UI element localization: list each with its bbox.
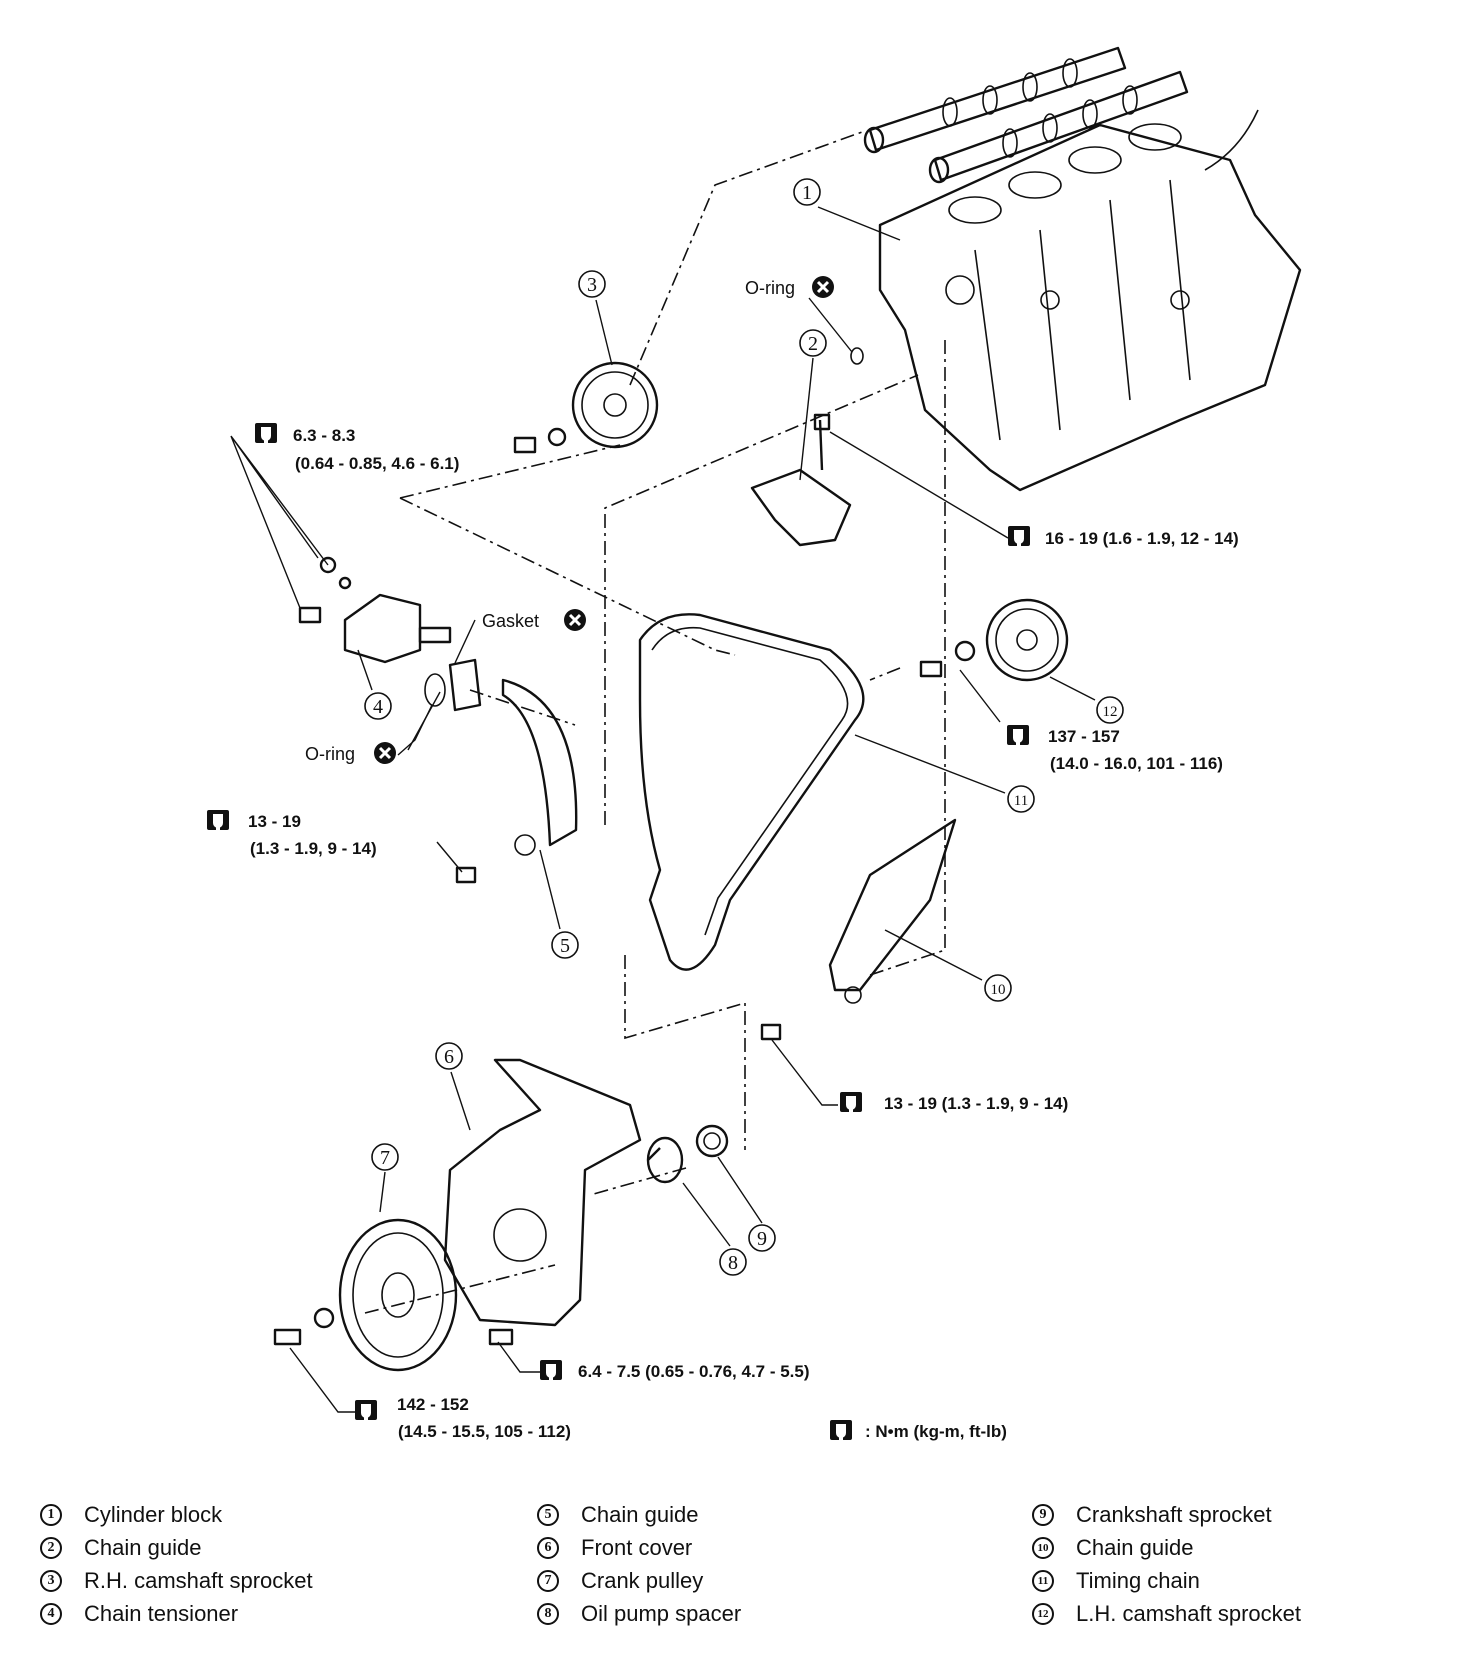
callout-12: 12 bbox=[1096, 696, 1124, 724]
torque-spec-front-cover: 6.4 - 7.5 (0.65 - 0.76, 4.7 - 5.5) bbox=[540, 1360, 810, 1381]
svg-text:137 - 157: 137 - 157 bbox=[1048, 727, 1120, 746]
oil-pump-spacer bbox=[646, 1136, 684, 1184]
torque-unit-key: : N•m (kg-m, ft-lb) bbox=[830, 1420, 1007, 1441]
front-cover bbox=[443, 1058, 642, 1327]
torque-spec-crank-pulley: 142 - 152 (14.5 - 15.5, 105 - 112) bbox=[355, 1395, 571, 1441]
svg-text:7: 7 bbox=[380, 1147, 390, 1169]
svg-text:142 - 152: 142 - 152 bbox=[397, 1395, 469, 1414]
svg-text:(0.64 - 0.85, 4.6 - 6.1): (0.64 - 0.85, 4.6 - 6.1) bbox=[295, 454, 459, 473]
callout-7: 7 bbox=[371, 1143, 399, 1171]
svg-text:13 - 19: 13 - 19 bbox=[248, 812, 301, 831]
torque-spec-tension-guide: 13 - 19 (1.3 - 1.9, 9 - 14) bbox=[207, 810, 377, 858]
gasket-note: Gasket bbox=[482, 607, 588, 633]
callout-5: 5 bbox=[551, 931, 579, 959]
torque-spec-upper-guide: 16 - 19 (1.6 - 1.9, 12 - 14) bbox=[1008, 526, 1239, 548]
callout-3: 3 bbox=[578, 270, 606, 298]
oring-bottom-note: O-ring bbox=[305, 704, 433, 766]
svg-text:O-ring: O-ring bbox=[745, 278, 795, 298]
svg-text:6.4 - 7.5 (0.65 - 0.76, 4.7 -: 6.4 - 7.5 (0.65 - 0.76, 4.7 - 5.5) bbox=[578, 1362, 810, 1381]
lh-camshaft bbox=[928, 70, 1189, 184]
rh-sprocket-bolt bbox=[513, 427, 567, 454]
svg-text:4: 4 bbox=[373, 696, 383, 718]
svg-text:5: 5 bbox=[560, 935, 570, 957]
slack-side-chain-guide bbox=[760, 818, 957, 1041]
lh-sprocket-bolt bbox=[919, 640, 976, 678]
callout-2: 2 bbox=[799, 329, 827, 357]
svg-text:(14.5 - 15.5, 105 - 112): (14.5 - 15.5, 105 - 112) bbox=[398, 1422, 571, 1441]
svg-text:13 - 19 (1.3 - 1.9, 9 - 14): 13 - 19 (1.3 - 1.9, 9 - 14) bbox=[884, 1094, 1068, 1113]
oring-top-note: O-ring bbox=[745, 274, 864, 365]
chain-tensioner bbox=[298, 556, 452, 664]
callout-6: 6 bbox=[435, 1042, 463, 1070]
svg-text:Gasket: Gasket bbox=[482, 611, 539, 631]
torque-spec-slack-guide: 13 - 19 (1.3 - 1.9, 9 - 14) bbox=[840, 1092, 1068, 1113]
tension-side-chain-guide bbox=[455, 678, 578, 884]
svg-text:12: 12 bbox=[1103, 704, 1118, 720]
svg-text:3: 3 bbox=[587, 274, 597, 296]
callout-1: 1 bbox=[793, 178, 821, 206]
alignment-lines bbox=[364, 131, 946, 1314]
svg-text:11: 11 bbox=[1014, 793, 1028, 809]
svg-text:6.3 - 8.3: 6.3 - 8.3 bbox=[293, 426, 355, 445]
callout-8: 8 bbox=[719, 1248, 747, 1276]
svg-text:16 - 19 (1.6 - 1.9, 12 - 14): 16 - 19 (1.6 - 1.9, 12 - 14) bbox=[1045, 529, 1239, 548]
front-cover-bolt bbox=[488, 1328, 514, 1346]
svg-text:O-ring: O-ring bbox=[305, 744, 355, 764]
rh-camshaft-sprocket bbox=[571, 361, 659, 449]
svg-text:(1.3 - 1.9, 9 - 14): (1.3 - 1.9, 9 - 14) bbox=[250, 839, 377, 858]
svg-text:: N•m (kg-m, ft-lb): : N•m (kg-m, ft-lb) bbox=[865, 1422, 1007, 1441]
leader-lines bbox=[230, 206, 1096, 1413]
svg-text:6: 6 bbox=[444, 1046, 454, 1068]
svg-text:8: 8 bbox=[728, 1252, 738, 1274]
svg-text:9: 9 bbox=[757, 1228, 767, 1250]
crankshaft-sprocket bbox=[695, 1124, 729, 1158]
callout-9: 9 bbox=[748, 1224, 776, 1252]
timing-chain-exploded-diagram: 1 2 3 4 5 6 7 8 9 10 11 12 O-ring Gasket… bbox=[207, 46, 1302, 1441]
tensioner-gasket bbox=[424, 658, 482, 712]
svg-text:(14.0 - 16.0, 101 - 116): (14.0 - 16.0, 101 - 116) bbox=[1050, 754, 1223, 773]
callout-4: 4 bbox=[364, 692, 392, 720]
rh-camshaft bbox=[863, 46, 1127, 154]
cylinder-block bbox=[878, 109, 1302, 492]
timing-chain bbox=[638, 613, 865, 971]
torque-spec-lh-sprocket: 137 - 157 (14.0 - 16.0, 101 - 116) bbox=[1007, 725, 1223, 773]
callout-10: 10 bbox=[984, 974, 1012, 1002]
svg-text:2: 2 bbox=[808, 333, 818, 355]
svg-text:10: 10 bbox=[991, 982, 1006, 998]
lh-camshaft-sprocket bbox=[985, 598, 1069, 682]
svg-text:1: 1 bbox=[802, 182, 812, 204]
torque-spec-tensioner-bolts: 6.3 - 8.3 (0.64 - 0.85, 4.6 - 6.1) bbox=[255, 423, 459, 473]
crank-pulley bbox=[273, 1218, 458, 1372]
callout-11: 11 bbox=[1007, 785, 1035, 813]
